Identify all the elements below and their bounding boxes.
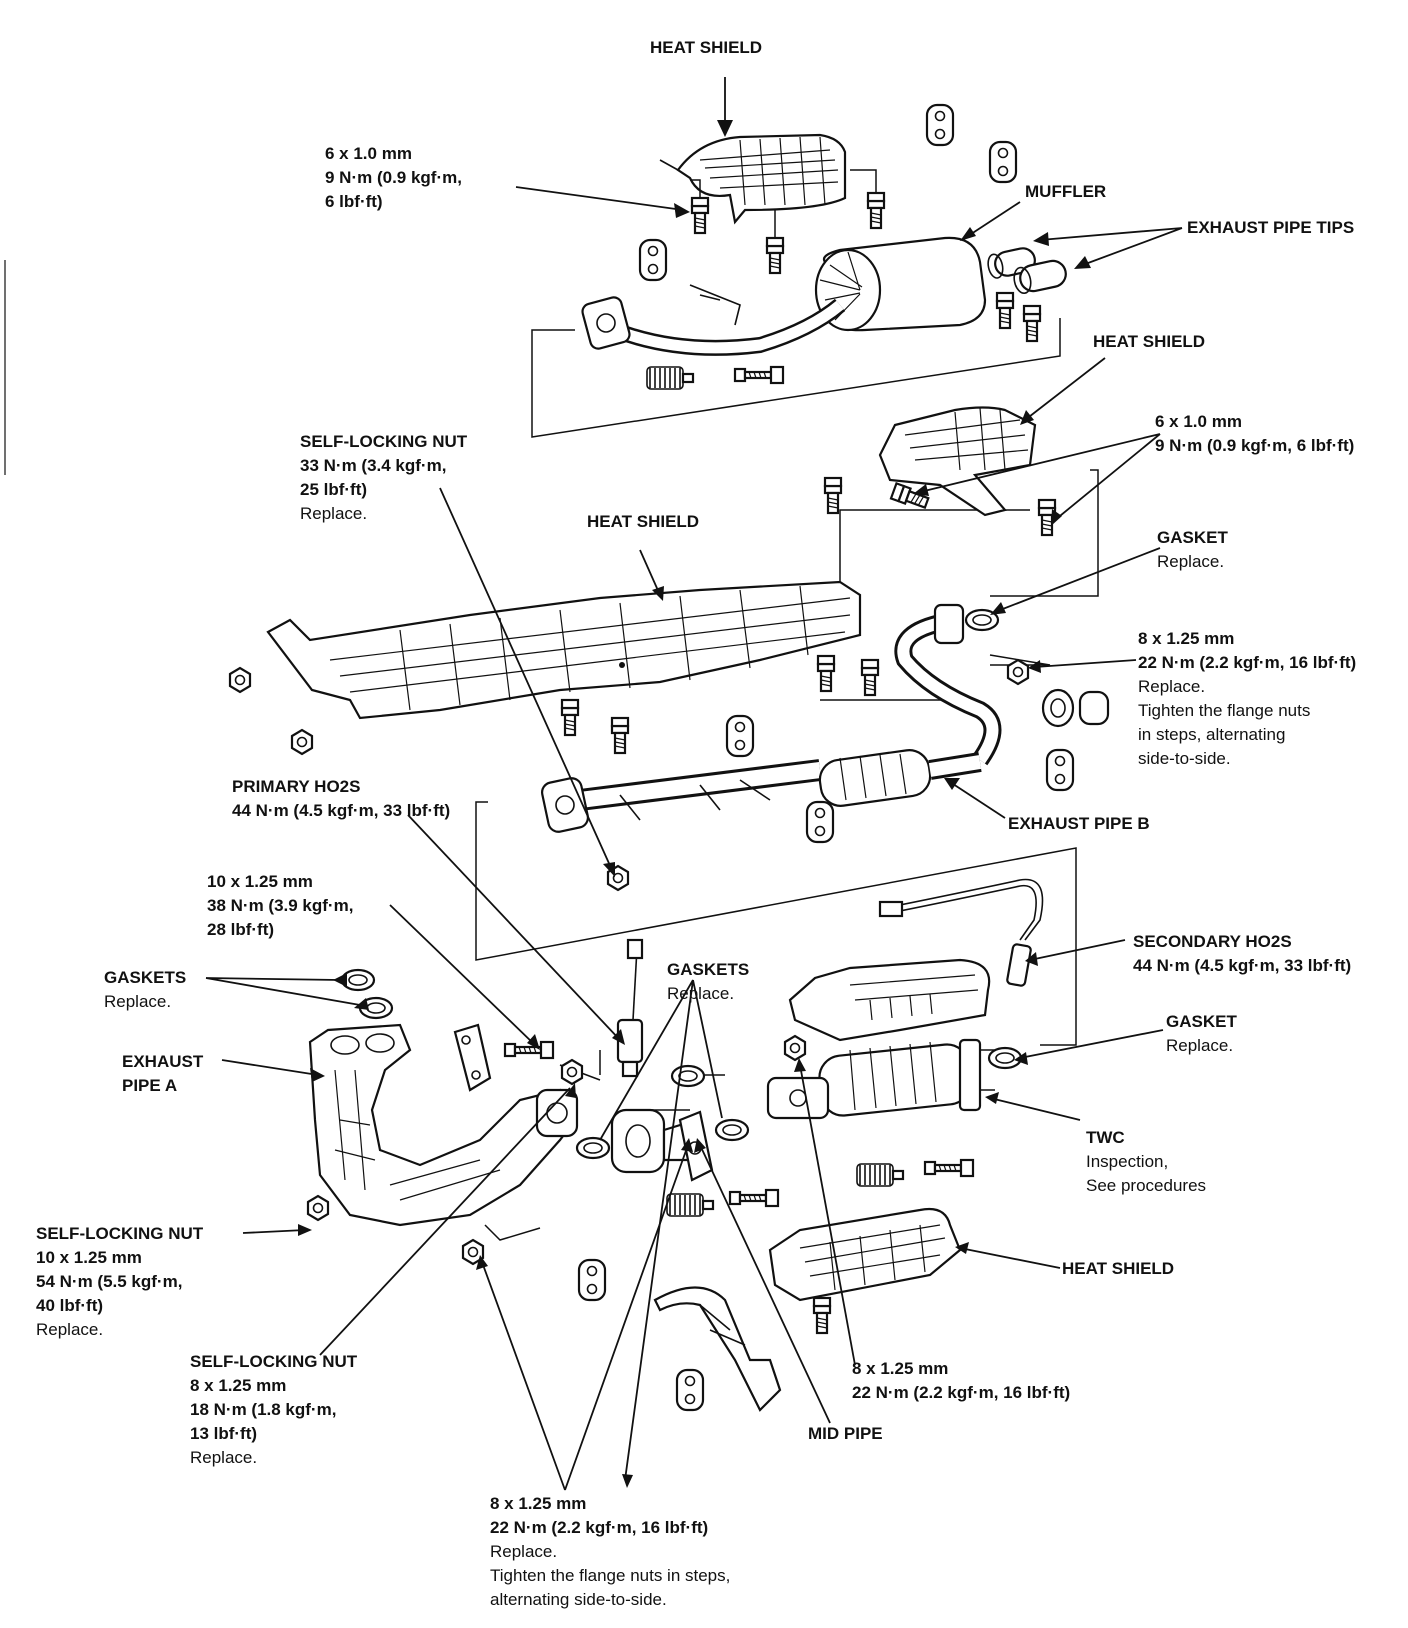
rubber-hanger — [1045, 748, 1075, 792]
label-exhaust-pipe-b: EXHAUST PIPE B — [1008, 814, 1150, 833]
rubber-hanger — [675, 1368, 705, 1412]
flange-spring — [645, 365, 695, 391]
leader-lines — [205, 77, 1183, 1491]
self-locking-nut-part — [560, 1058, 584, 1086]
bracket-part — [453, 1023, 492, 1092]
twc-part — [766, 1038, 995, 1120]
exhaust-pipe-tips-part — [987, 247, 1067, 294]
hanger-nut — [228, 666, 252, 694]
label-self-locking-nut-bottom: SELF-LOCKING NUT 8 x 1.25 mm 18 N·m (1.8… — [190, 1352, 358, 1467]
label-gaskets-left: GASKETS Replace. — [104, 968, 187, 1011]
tip-bolt — [1022, 304, 1042, 343]
label-gasket-right: GASKET Replace. — [1166, 1012, 1237, 1055]
exhaust-pipe-a-part — [308, 1023, 579, 1227]
label-gasket-top: GASKET Replace. — [1157, 528, 1228, 571]
rubber-hanger — [638, 238, 668, 282]
gasket-ring — [670, 1064, 706, 1088]
flange-spring — [855, 1162, 905, 1188]
heat-shield-bolt — [866, 191, 886, 230]
label-secondary-ho2s: SECONDARY HO2S 44 N·m (4.5 kgf·m, 33 lbf… — [1133, 932, 1352, 975]
hanger-nut — [290, 728, 314, 756]
spring-pair — [1041, 688, 1110, 728]
flange-bolt — [923, 1158, 975, 1178]
rubber-hanger — [988, 140, 1018, 184]
label-exhaust-pipe-a: EXHAUST PIPE A — [122, 1052, 204, 1095]
label-bolt-6x1-right: 6 x 1.0 mm 9 N·m (0.9 kgf·m, 6 lbf·ft) — [1155, 412, 1355, 455]
gasket-ring — [575, 1136, 611, 1160]
gasket-ring — [987, 1046, 1023, 1070]
label-bolt-10x125: 10 x 1.25 mm 38 N·m (3.9 kgf·m, 28 lbf·f… — [207, 872, 354, 939]
flange-bolt — [733, 365, 785, 385]
twc-heat-shield-upper — [788, 958, 991, 1042]
flange-nut — [1006, 658, 1030, 686]
self-locking-nut-part — [306, 1194, 330, 1222]
tip-bolt — [995, 291, 1015, 330]
heat-shield-top-part — [659, 133, 847, 225]
label-heat-shield-bottom: HEAT SHIELD — [1062, 1259, 1175, 1278]
label-muffler: MUFFLER — [1025, 182, 1107, 201]
mid-flange-part — [610, 1108, 692, 1174]
flange-spring — [665, 1192, 715, 1218]
rubber-hanger — [725, 714, 755, 758]
heat-shield-bolt — [816, 654, 836, 693]
heat-shield-bolt — [823, 476, 843, 515]
heat-shield-bolt — [690, 196, 710, 235]
rubber-hanger — [805, 800, 835, 844]
rubber-hanger — [925, 103, 955, 147]
leader-arrowheads — [298, 120, 1091, 1488]
exhaust-pipe-b-part — [540, 603, 1002, 833]
flange-bolt — [503, 1040, 555, 1060]
label-bolt-8x125-mid: 8 x 1.25 mm 22 N·m (2.2 kgf·m, 16 lbf·ft… — [852, 1359, 1071, 1402]
label-heat-shield-mid: HEAT SHIELD — [587, 512, 700, 531]
label-gaskets-mid: GASKETS Replace. — [667, 960, 750, 1003]
heat-shield-bolt — [860, 658, 880, 697]
muffler-part — [814, 236, 987, 332]
heat-shield-bolt — [812, 1296, 832, 1335]
label-mid-pipe: MID PIPE — [808, 1424, 883, 1443]
label-bolt-8x125-right: 8 x 1.25 mm 22 N·m (2.2 kgf·m, 16 lbf·ft… — [1138, 629, 1357, 768]
label-bolt-6x1-top: 6 x 1.0 mm 9 N·m (0.9 kgf·m, 6 lbf·ft) — [325, 144, 462, 211]
label-heat-shield-right: HEAT SHIELD — [1093, 332, 1206, 351]
label-self-locking-nut-left: SELF-LOCKING NUT 10 x 1.25 mm 54 N·m (5.… — [36, 1224, 204, 1339]
label-bolt-8x125-bottom: 8 x 1.25 mm 22 N·m (2.2 kgf·m, 16 lbf·ft… — [490, 1494, 731, 1609]
heat-shield-right-part — [878, 406, 1037, 517]
flange-nut — [783, 1034, 807, 1062]
gasket-ring — [714, 1118, 750, 1142]
label-primary-ho2s: PRIMARY HO2S 44 N·m (4.5 kgf·m, 33 lbf·f… — [232, 777, 451, 820]
primary-ho2s-part — [616, 938, 644, 1078]
label-self-locking-nut-top: SELF-LOCKING NUT 33 N·m (3.4 kgf·m, 25 l… — [300, 432, 468, 523]
label-heat-shield-top: HEAT SHIELD — [650, 38, 763, 57]
rubber-hanger — [577, 1258, 607, 1302]
heat-shield-bottom-part — [768, 1207, 962, 1302]
secondary-ho2s-part — [878, 878, 1044, 987]
label-twc: TWC Inspection, See procedures — [1086, 1128, 1207, 1195]
label-exhaust-pipe-tips: EXHAUST PIPE TIPS — [1187, 218, 1355, 237]
heat-shield-bolt — [610, 716, 630, 755]
heat-shield-bolt — [765, 236, 785, 275]
mid-pipe-part — [653, 1286, 782, 1412]
heat-shield-mid-part — [266, 580, 862, 720]
flange-bolt — [728, 1188, 780, 1208]
muffler-inlet-pipe — [581, 284, 846, 356]
heat-shield-bolt — [560, 698, 580, 737]
